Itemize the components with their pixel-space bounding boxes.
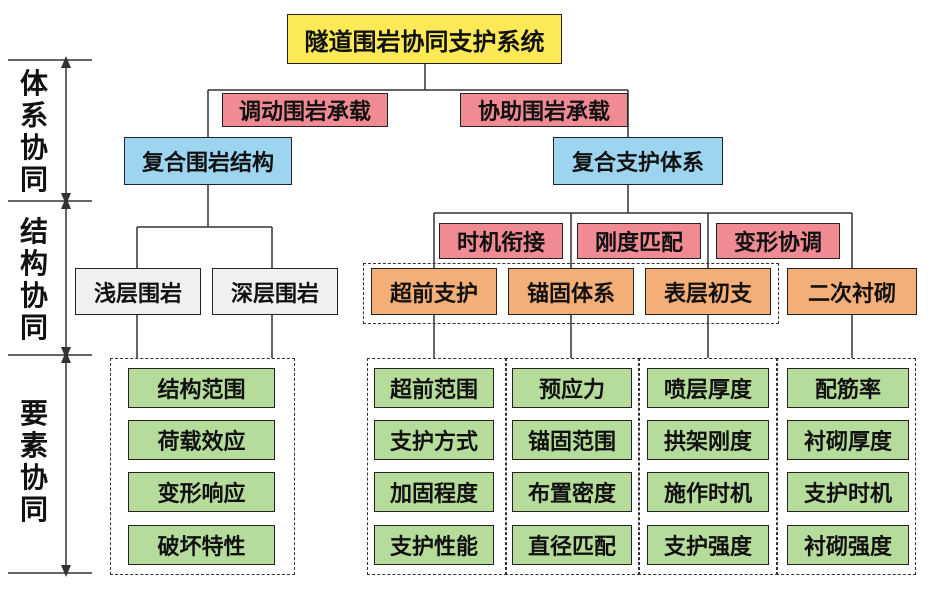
element-advance: 超前范围 <box>374 368 494 408</box>
mechanism-mobilize: 调动围岩承载 <box>222 93 388 127</box>
element-anchor: 锚固范围 <box>512 420 632 460</box>
element-rock: 变形响应 <box>128 472 275 512</box>
advance-elements-group <box>367 358 507 575</box>
level-label-structure: 结 构 协 同 <box>19 215 48 344</box>
composite-support-system: 复合支护体系 <box>553 137 723 185</box>
rock-shallow: 浅层围岩 <box>75 268 201 315</box>
element-lining: 衬砌强度 <box>787 525 909 565</box>
rock-deep: 深层围岩 <box>212 268 338 315</box>
element-lining: 支护时机 <box>787 472 909 512</box>
rock-elements-group <box>110 358 295 575</box>
element-advance: 支护方式 <box>374 420 494 460</box>
element-rock: 结构范围 <box>128 368 275 408</box>
element-lining: 配筋率 <box>787 368 909 408</box>
element-initial: 支护强度 <box>647 525 769 565</box>
element-advance: 加固程度 <box>374 472 494 512</box>
advance-anchor-initial-group <box>363 263 779 324</box>
coord-timing: 时机衔接 <box>439 223 563 259</box>
level-label-element: 要 素 协 同 <box>19 397 48 526</box>
element-initial: 喷层厚度 <box>647 368 769 408</box>
element-lining: 衬砌厚度 <box>787 420 909 460</box>
element-rock: 破坏特性 <box>128 525 275 565</box>
element-initial: 施作时机 <box>647 472 769 512</box>
mechanism-assist: 协助围岩承载 <box>460 93 628 127</box>
support-advance: 超前支护 <box>371 268 497 315</box>
coord-stiffness: 刚度匹配 <box>577 223 701 259</box>
element-anchor: 预应力 <box>512 368 632 408</box>
element-advance: 支护性能 <box>374 525 494 565</box>
anchor-elements-group <box>505 358 640 575</box>
element-initial: 拱架刚度 <box>647 420 769 460</box>
support-anchor: 锚固体系 <box>508 268 634 315</box>
lining-elements-group <box>776 358 916 575</box>
coord-deformation: 变形协调 <box>716 223 840 259</box>
support-initial: 表层初支 <box>645 268 771 315</box>
initial-elements-group <box>638 358 778 575</box>
element-anchor: 布置密度 <box>512 472 632 512</box>
level-label-system: 体 系 协 同 <box>19 67 48 196</box>
support-lining: 二次衬砌 <box>787 268 917 315</box>
element-anchor: 直径匹配 <box>512 525 632 565</box>
root-title: 隧道围岩协同支护系统 <box>287 14 562 64</box>
element-rock: 荷载效应 <box>128 420 275 460</box>
composite-rock-structure: 复合围岩结构 <box>124 137 292 185</box>
